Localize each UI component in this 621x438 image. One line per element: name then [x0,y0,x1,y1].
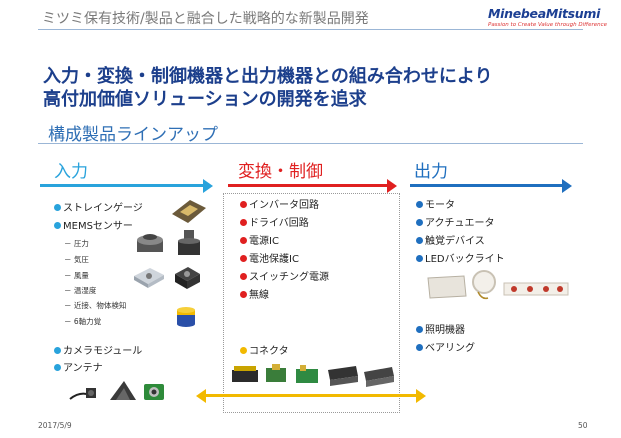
sensor-subitem: － 6軸力覚 [64,317,102,326]
page-number: 50 [578,421,588,430]
company-logo: MinebeaMitsumi Passion to Create Value t… [488,6,612,28]
subheading-divider [38,143,583,144]
input-item-camera: カメラモジュール [54,346,142,358]
connector-image-1 [232,366,258,382]
logo-text: MinebeaMitsumi [488,6,601,21]
camera-module-image [69,388,96,400]
camera-module-image-2 [144,384,164,400]
output-arrow-shaft [410,184,562,187]
output-item-actuator: アクチュエータ [416,218,495,230]
bullet-icon [54,364,61,371]
connector-image-5 [364,367,394,387]
output-item-bearing: ベアリング [416,343,475,355]
bullet-icon [240,273,247,280]
sensor-subitem: － 風量 [64,271,89,280]
input-arrow-shaft [40,184,203,187]
convert-item-inverter: インバータ回路 [240,200,319,212]
output-item-lighting: 照明機器 [416,325,465,337]
input-item-strain-gauge: ストレインゲージ [54,203,143,215]
strain-gauge-image [172,200,206,223]
connector-images [232,364,394,387]
bullet-icon [416,201,423,208]
output-item-led-backlight: LEDバックライト [416,254,505,266]
bullet-icon [416,219,423,226]
convert-item-driver: ドライバ回路 [240,218,309,230]
bullet-icon [240,255,247,262]
force-sensor-image [177,307,195,327]
slide-header-title: ミツミ保有技術/製品と融合した戦略的な新製品開発 [42,11,369,27]
bullet-icon [54,347,61,354]
sensor-subitem: － 近接、物体検知 [64,301,127,310]
input-item-antenna: アンテナ [54,363,103,375]
humidity-sensor-image [134,268,164,288]
bullet-icon [416,326,423,333]
bullet-icon [416,344,423,351]
bullet-icon [416,237,423,244]
convert-item-wireless: 無線 [240,290,269,302]
sensor-subitem: － 温湿度 [64,286,97,295]
connector-arrow-left-head [196,389,206,403]
bullet-icon [54,222,61,229]
bullet-icon [54,204,61,211]
output-item-haptic: 触覚デバイス [416,236,485,248]
connector-image-2 [266,364,286,382]
bullet-icon [416,255,423,262]
sensor-subitem: － 気圧 [64,255,89,264]
convert-arrow-shaft [228,184,387,187]
bullet-icon [240,291,247,298]
led-backlight-panel-image [427,275,467,299]
logo-tagline: Passion to Create Value through Differen… [488,22,608,28]
headline-line-1: 入力・変換・制御機器と出力機器との組み合わせにより [43,66,493,87]
bullet-icon [240,347,247,354]
sensor-subitem: － 圧力 [64,239,89,248]
connector-image-3 [296,365,318,383]
output-arrow-head [562,178,572,193]
convert-item-battery-ic: 電池保護IC [240,254,299,266]
led-strip-image [503,282,569,296]
subheading: 構成製品ラインアップ [48,125,218,145]
led-ring-image [472,270,496,300]
mems-sensor-image [137,234,163,252]
convert-item-power-ic: 電源IC [240,236,279,248]
proximity-sensor-image [175,267,200,289]
convert-item-connector: コネクタ [240,346,289,358]
column-title-convert: 変換・制御 [238,162,323,182]
bullet-icon [240,201,247,208]
connector-image-4 [328,366,358,386]
column-title-output: 出力 [414,162,448,182]
column-title-input: 入力 [54,162,88,182]
headline-line-2: 高付加価値ソリューションの開発を追求 [43,89,367,110]
input-arrow-head [203,178,213,193]
output-item-motor: モータ [416,200,455,212]
header-divider [38,29,583,30]
convert-item-switching-psu: スイッチング電源 [240,272,329,284]
convert-arrow-head [387,178,397,193]
bullet-icon [240,237,247,244]
input-item-mems: MEMSセンサー [54,221,133,233]
convert-panel [223,193,400,413]
connector-arrow-right-head [416,389,426,403]
pressure-sensor-image [178,230,200,255]
connector-arrow-shaft [206,394,416,397]
bullet-icon [240,219,247,226]
antenna-image [110,381,136,400]
footer-date: 2017/5/9 [38,421,72,430]
